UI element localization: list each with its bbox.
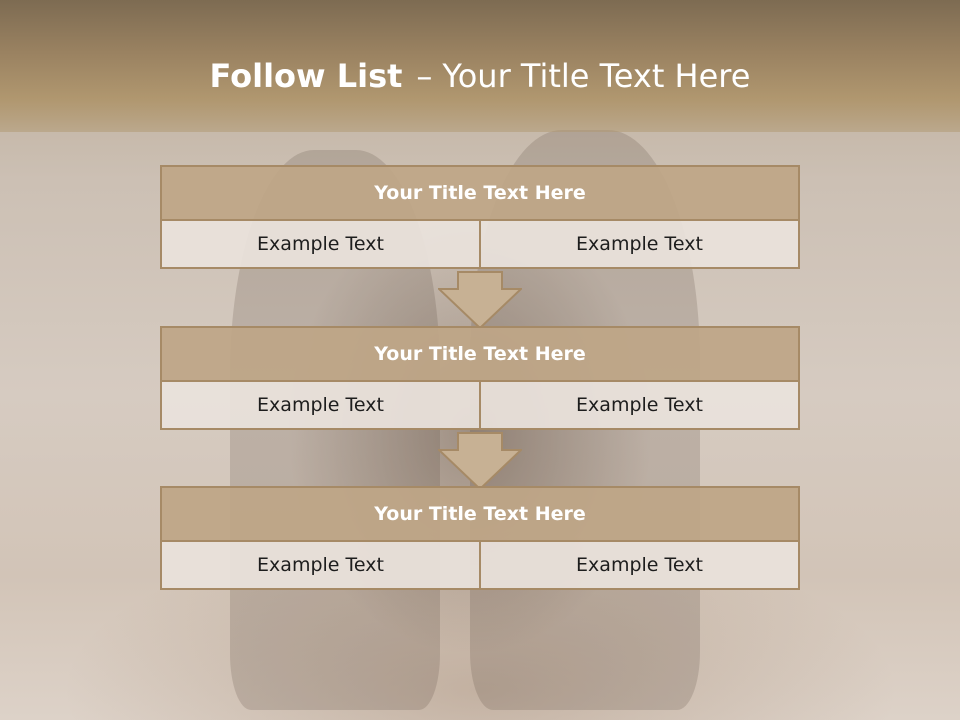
block-title: Your Title Text Here	[160, 486, 800, 542]
block-title: Your Title Text Here	[160, 165, 800, 221]
block-cell-right: Example Text	[479, 380, 800, 430]
slide-title-dash: –	[416, 57, 433, 95]
slide-title-lead: Follow List	[209, 57, 403, 95]
block-cell-left: Example Text	[160, 540, 481, 590]
block-cell-left: Example Text	[160, 380, 481, 430]
slide-title-text: Your Title Text Here	[442, 57, 751, 95]
block-title: Your Title Text Here	[160, 326, 800, 382]
block-cell-right: Example Text	[479, 540, 800, 590]
down-arrow-icon	[438, 271, 522, 329]
down-arrow-icon	[438, 432, 522, 490]
list-block-1: Your Title Text Here Example Text Exampl…	[160, 165, 800, 269]
block-row: Example Text Example Text	[160, 540, 800, 590]
list-block-2: Your Title Text Here Example Text Exampl…	[160, 326, 800, 430]
block-cell-left: Example Text	[160, 219, 481, 269]
list-block-3: Your Title Text Here Example Text Exampl…	[160, 486, 800, 590]
slide-title: Follow List–Your Title Text Here	[0, 54, 960, 98]
block-row: Example Text Example Text	[160, 380, 800, 430]
header-band	[0, 0, 960, 132]
block-row: Example Text Example Text	[160, 219, 800, 269]
block-cell-right: Example Text	[479, 219, 800, 269]
